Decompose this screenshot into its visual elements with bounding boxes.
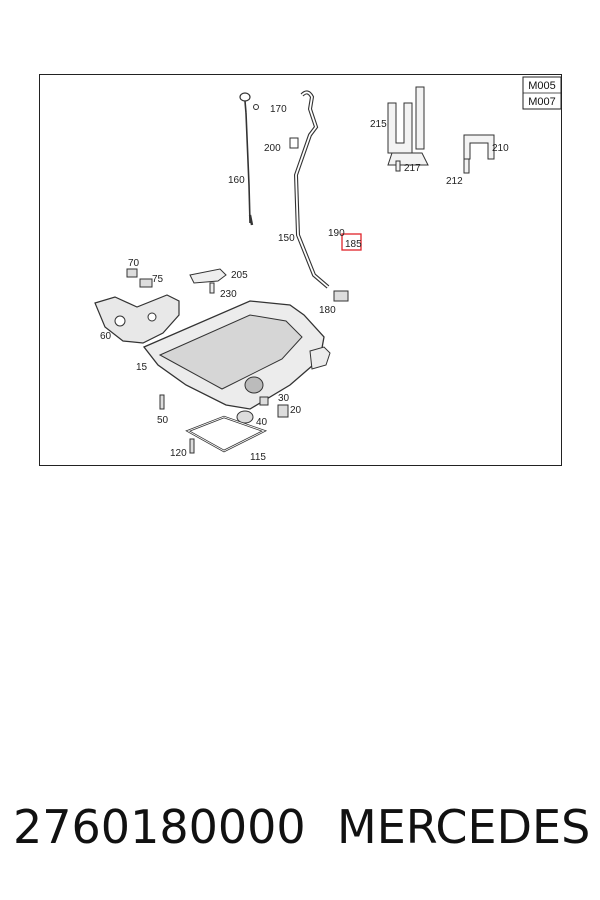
model-code-box: M005 M007: [522, 76, 562, 110]
callout-217: 217: [404, 163, 421, 174]
callout-labels: 170 200 160 150 190 185 180 215 217 210 …: [100, 104, 509, 463]
callout-185: 185: [345, 239, 362, 250]
callout-60: 60: [100, 331, 112, 342]
callout-70: 70: [128, 258, 140, 269]
callout-180: 180: [319, 305, 336, 316]
bolts-70-75: [126, 268, 153, 288]
engine-mount: [94, 294, 180, 344]
callout-15: 15: [136, 362, 148, 373]
drain-plugs: [159, 394, 289, 424]
dipstick-guide-tube: [289, 90, 349, 302]
upper-brackets: [387, 86, 495, 174]
callout-200: 200: [264, 143, 281, 154]
highlight-box: [341, 233, 362, 251]
callout-230: 230: [220, 289, 237, 300]
diagram-drawing: M005 M007: [94, 76, 562, 463]
exploded-parts-diagram: M005 M007: [39, 74, 562, 466]
callout-20: 20: [290, 405, 302, 416]
callout-215: 215: [370, 119, 387, 130]
callout-115: 115: [250, 452, 266, 463]
callout-170: 170: [270, 104, 287, 115]
callout-190: 190: [328, 228, 345, 239]
brand-name: MERCEDES: [337, 800, 591, 854]
callout-160: 160: [228, 175, 245, 186]
part-number: 2760180000: [13, 800, 306, 854]
callout-30: 30: [278, 393, 290, 404]
model-code-2: M007: [528, 96, 556, 108]
callout-210: 210: [492, 143, 509, 154]
callout-150: 150: [278, 233, 295, 244]
callout-75: 75: [152, 274, 164, 285]
callout-120: 120: [170, 448, 187, 459]
dipstick-part: [239, 92, 259, 226]
callout-50: 50: [157, 415, 169, 426]
model-code-1: M005: [528, 80, 556, 92]
callout-212: 212: [446, 176, 463, 187]
callout-40: 40: [256, 417, 268, 428]
part-caption: 2760180000 MERCEDES: [0, 800, 600, 870]
bracket-205: [189, 268, 227, 294]
callout-205: 205: [231, 270, 248, 281]
oil-pan: [142, 300, 331, 410]
oil-pan-gasket: [185, 415, 268, 454]
